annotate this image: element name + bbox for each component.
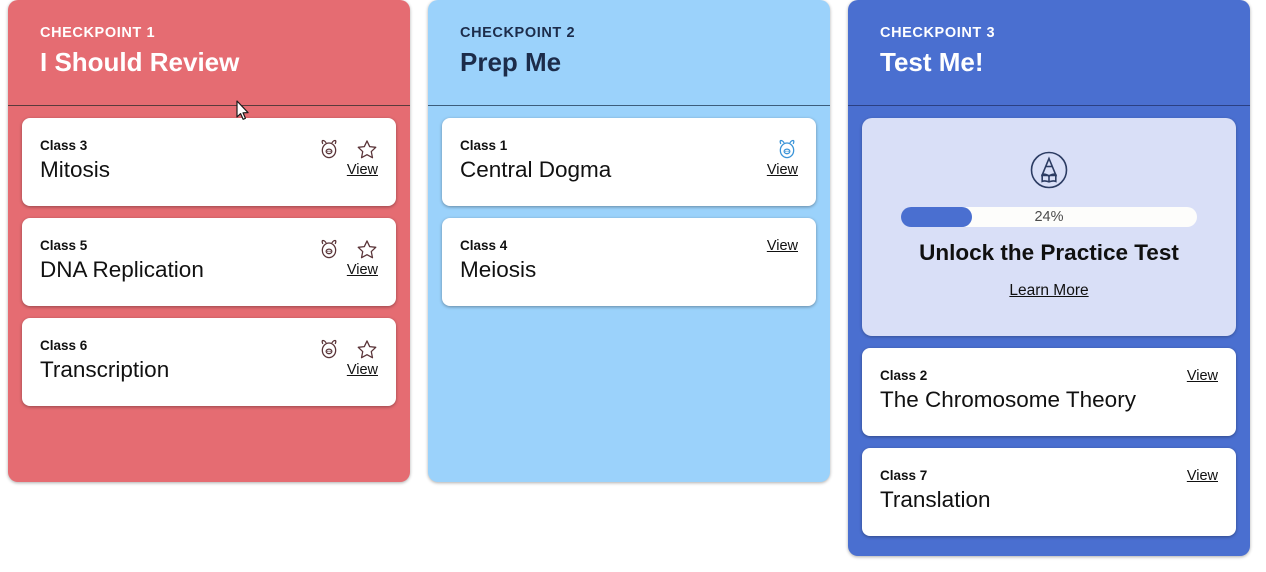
class-card-icon-row (776, 138, 798, 160)
class-label: Class 2 (880, 368, 928, 383)
pig-face-icon[interactable] (318, 139, 340, 160)
class-card[interactable]: Class 5 DNA Replication View (22, 218, 396, 306)
unlock-progress-bar: 24% (901, 207, 1197, 227)
pig-face-icon[interactable] (776, 139, 798, 160)
star-outline-icon[interactable] (356, 139, 378, 160)
class-title: DNA Replication (40, 257, 204, 283)
class-title: Transcription (40, 357, 170, 383)
class-card[interactable]: Class 4 Meiosis View (442, 218, 816, 306)
checkpoint-title-2: Prep Me (460, 46, 562, 77)
view-link[interactable]: View (346, 262, 378, 278)
class-label: Class 3 (40, 138, 88, 153)
class-card-actions: View (767, 138, 798, 179)
checkpoint-column-1: CHECKPOINT 1 I Should Review Class 3 Mit… (8, 0, 410, 482)
class-card-actions: View (767, 238, 798, 255)
checkpoint-column-3: CHECKPOINT 3 Test Me! 24% Unlock the Pra… (848, 0, 1250, 556)
class-card-text: Class 5 DNA Replication (40, 238, 204, 283)
class-title: The Chromosome Theory (880, 387, 1136, 413)
header-divider-1 (8, 105, 410, 106)
view-link[interactable]: View (1186, 368, 1218, 384)
view-link[interactable]: View (766, 238, 798, 254)
class-card-text: Class 3 Mitosis (40, 138, 110, 183)
checkpoint-title-1: I Should Review (40, 46, 240, 77)
star-outline-icon[interactable] (356, 239, 378, 260)
unlock-practice-test-panel: 24% Unlock the Practice Test Learn More (862, 118, 1236, 336)
column-body-3: 24% Unlock the Practice Test Learn More … (848, 106, 1250, 556)
class-card-text: Class 1 Central Dogma (460, 138, 611, 183)
class-card-text: Class 2 The Chromosome Theory (880, 368, 1136, 413)
class-title: Meiosis (460, 257, 537, 283)
view-link[interactable]: View (346, 362, 378, 378)
checkpoint-column-2: CHECKPOINT 2 Prep Me Class 1 Central Dog… (428, 0, 830, 482)
header-divider-3 (848, 105, 1250, 106)
learn-more-link[interactable]: Learn More (1009, 282, 1089, 299)
class-card[interactable]: Class 1 Central Dogma View (442, 118, 816, 206)
class-card[interactable]: Class 6 Transcription View (22, 318, 396, 406)
class-card-actions: View (1187, 368, 1218, 385)
column-header-2: CHECKPOINT 2 Prep Me (428, 0, 830, 105)
class-card-icon-row (318, 138, 378, 160)
view-link[interactable]: View (1186, 468, 1218, 484)
column-header-3: CHECKPOINT 3 Test Me! (848, 0, 1250, 105)
class-label: Class 1 (460, 138, 508, 153)
view-link[interactable]: View (346, 162, 378, 178)
class-label: Class 4 (460, 238, 508, 253)
class-card-icon-row (318, 238, 378, 260)
class-card-actions: View (318, 138, 378, 179)
checkpoint-eyebrow-2: CHECKPOINT 2 (460, 25, 576, 41)
class-card[interactable]: Class 2 The Chromosome Theory View (862, 348, 1236, 436)
class-card-text: Class 4 Meiosis (460, 238, 536, 283)
header-divider-2 (428, 105, 830, 106)
unlock-progress-label: 24% (1034, 209, 1064, 225)
column-body-1: Class 3 Mitosis View (8, 106, 410, 482)
unlock-panel-title: Unlock the Practice Test (919, 240, 1179, 265)
class-card-actions: View (318, 338, 378, 379)
class-card-actions: View (318, 238, 378, 279)
class-label: Class 7 (880, 468, 928, 483)
pig-face-icon[interactable] (318, 339, 340, 360)
star-outline-icon[interactable] (356, 339, 378, 360)
class-label: Class 5 (40, 238, 88, 253)
pencil-book-circle-icon (1027, 148, 1071, 197)
class-card-icon-row (318, 338, 378, 360)
class-title: Central Dogma (460, 157, 612, 183)
unlock-progress-fill (901, 207, 973, 227)
column-body-2: Class 1 Central Dogma View Class 4 Meios… (428, 106, 830, 482)
class-title: Translation (880, 487, 991, 513)
class-title: Mitosis (40, 157, 111, 183)
class-label: Class 6 (40, 338, 88, 353)
checkpoint-eyebrow-3: CHECKPOINT 3 (880, 25, 996, 41)
class-card-text: Class 7 Translation (880, 468, 990, 513)
class-card-actions: View (1187, 468, 1218, 485)
class-card[interactable]: Class 3 Mitosis View (22, 118, 396, 206)
class-card[interactable]: Class 7 Translation View (862, 448, 1236, 536)
class-card-text: Class 6 Transcription (40, 338, 169, 383)
column-header-1: CHECKPOINT 1 I Should Review (8, 0, 410, 105)
view-link[interactable]: View (766, 162, 798, 178)
checkpoint-eyebrow-1: CHECKPOINT 1 (40, 25, 156, 41)
checkpoint-title-3: Test Me! (880, 46, 984, 77)
pig-face-icon[interactable] (318, 239, 340, 260)
